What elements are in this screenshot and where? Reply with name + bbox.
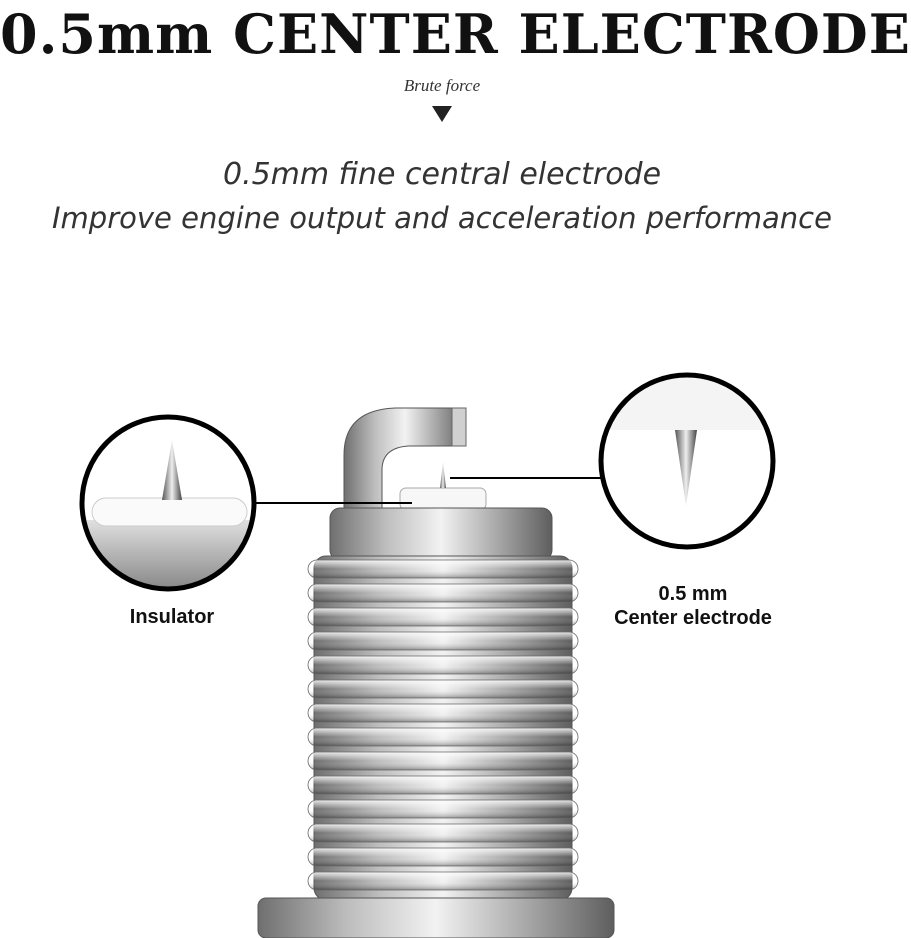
insulator-tip	[399, 487, 487, 511]
center-electrode-label: 0.5 mm Center electrode	[598, 582, 788, 630]
kicker-text: Brute force	[403, 76, 481, 95]
insulator-label: Insulator	[129, 606, 215, 628]
base-flange	[257, 897, 615, 938]
center-electrode	[440, 462, 446, 488]
subtitle-line-2: Improve engine output and acceleration p…	[52, 201, 832, 235]
insulator-magnifier	[79, 414, 257, 592]
shell-top	[329, 507, 553, 561]
down-triangle-icon	[432, 106, 452, 122]
threaded-body	[307, 555, 579, 901]
center-electrode-label-line-2: Center electrode	[614, 607, 772, 629]
center-electrode-magnifier	[598, 372, 776, 550]
center-electrode-label-line-1: 0.5 mm	[658, 583, 728, 605]
page-title: 0.5mm CENTER ELECTRODE	[0, 2, 911, 66]
spark-plug-illustration	[79, 372, 776, 938]
subtitle-line-1: 0.5mm fine central electrode	[222, 157, 662, 192]
